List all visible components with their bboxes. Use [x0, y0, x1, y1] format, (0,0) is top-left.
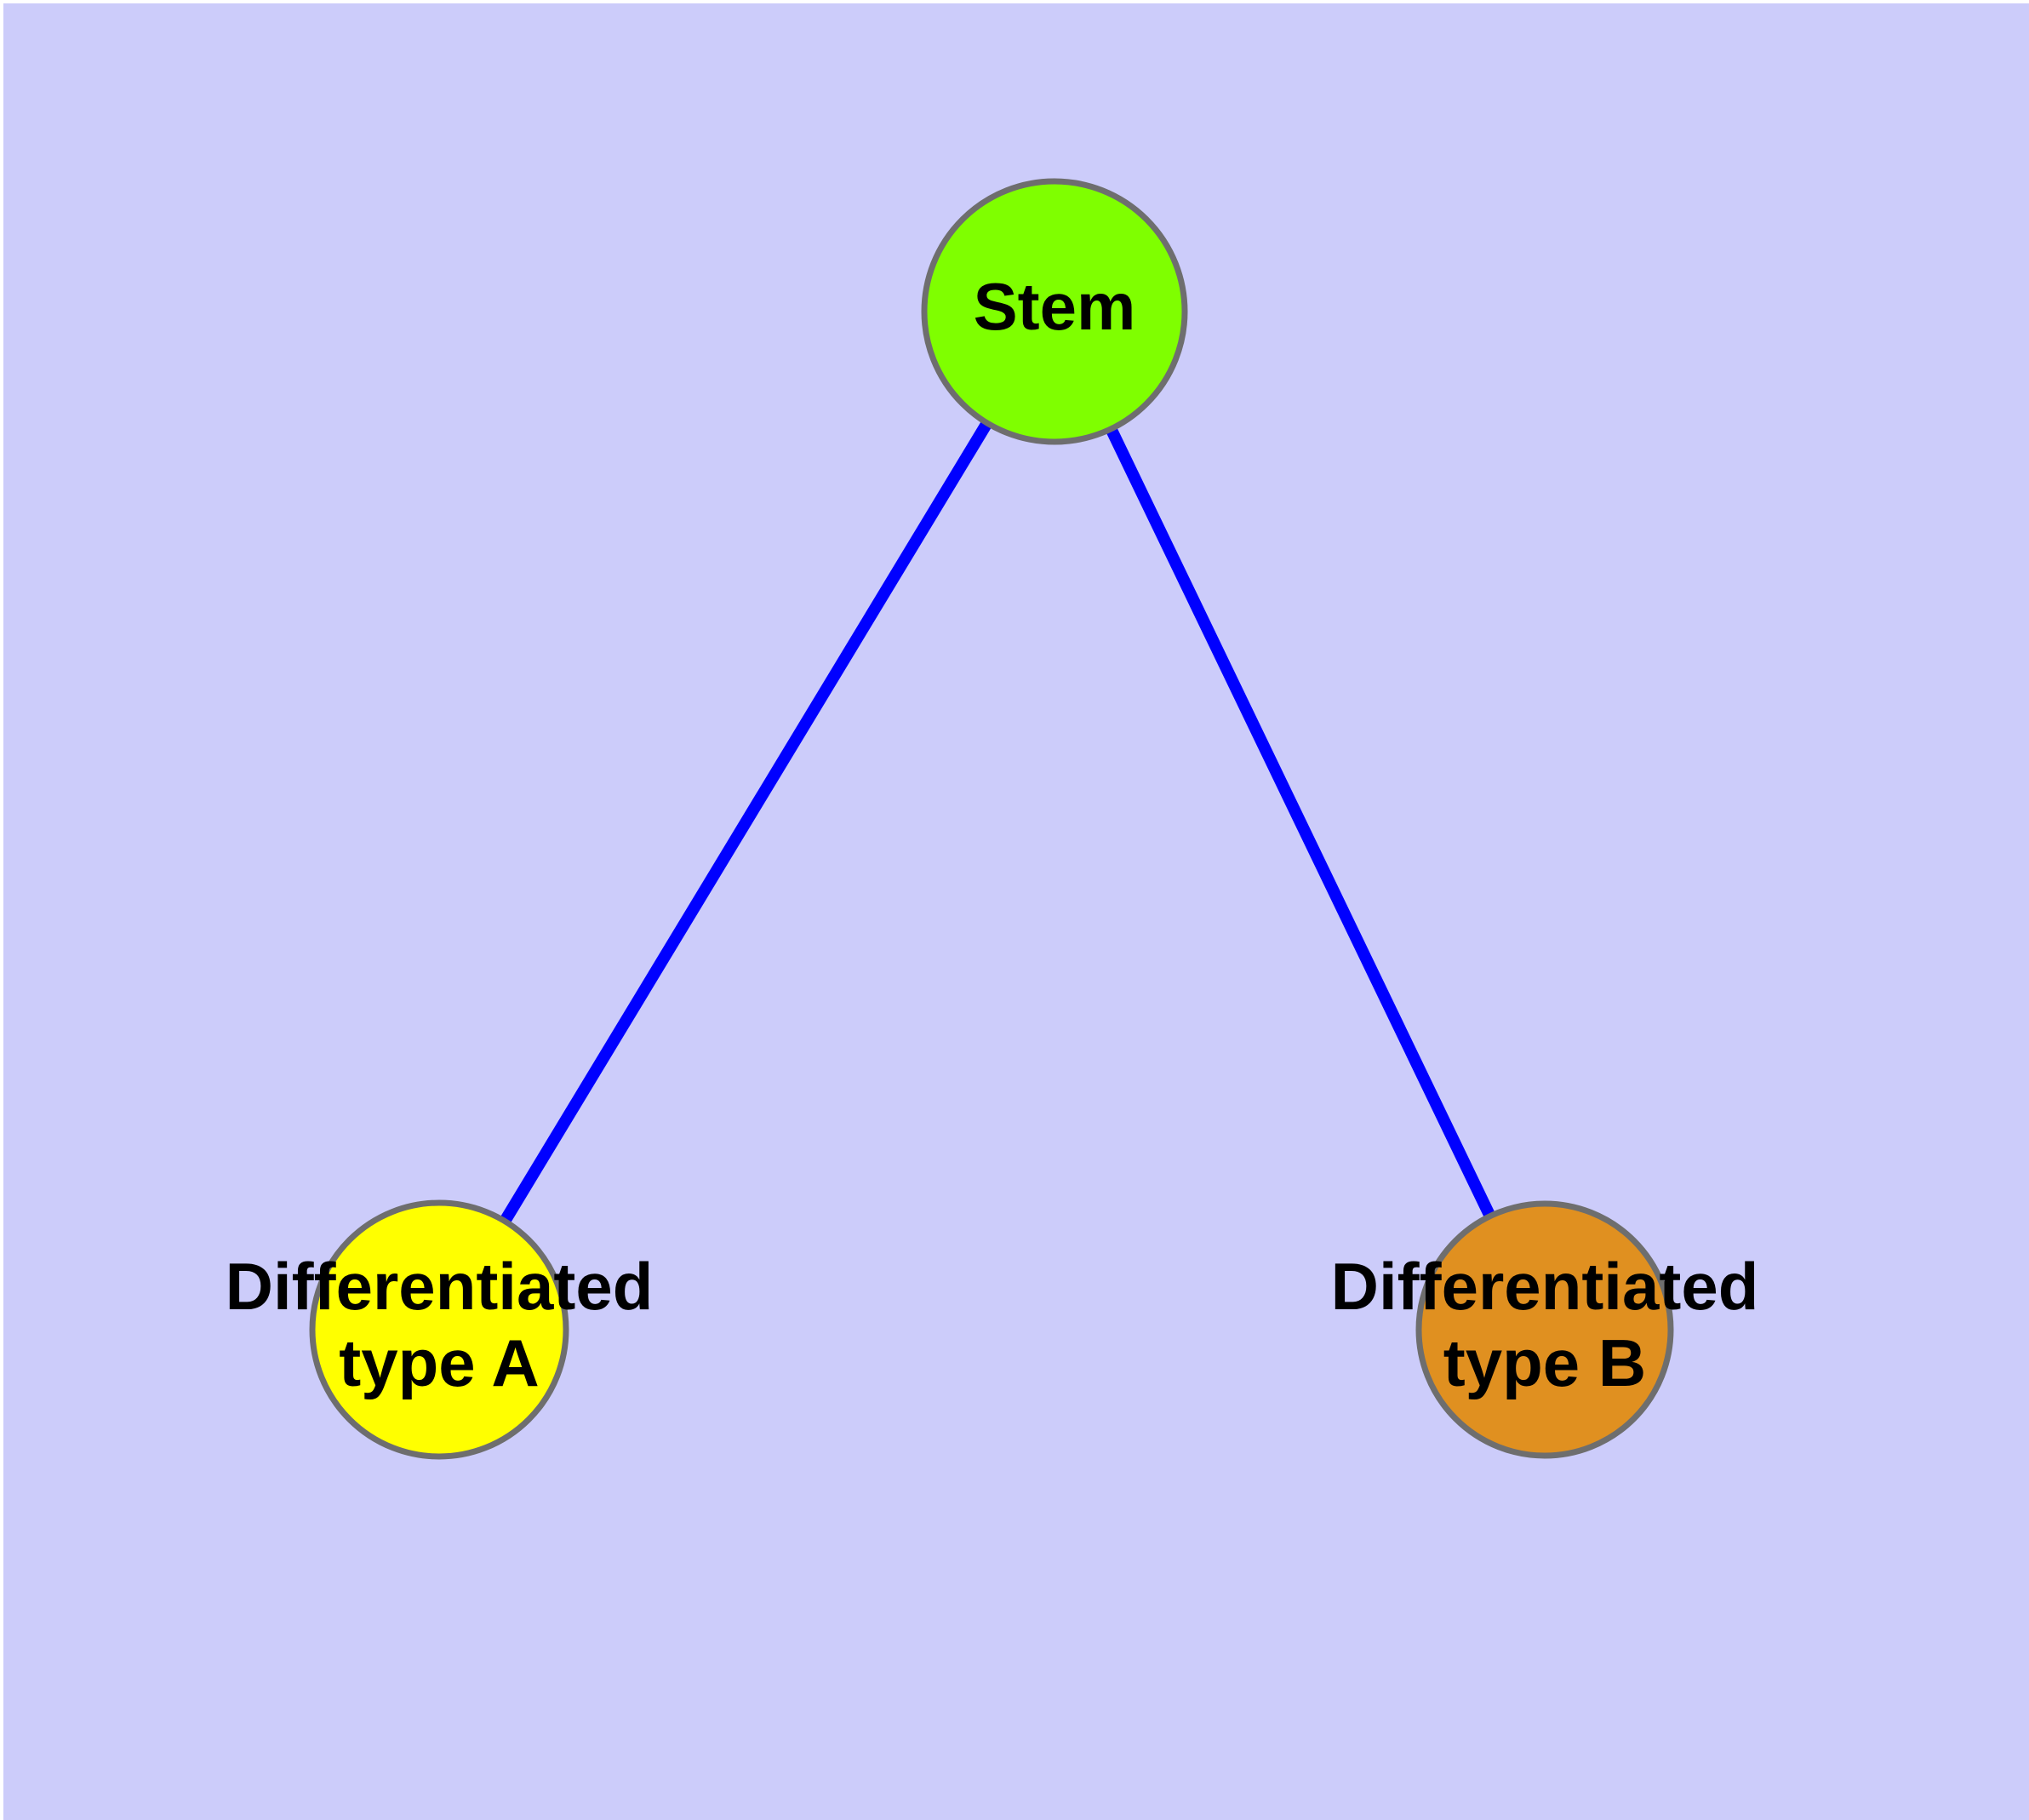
- nodes-layer: [309, 178, 1674, 1460]
- graph-node-label-line: Differentiated: [1331, 1248, 1759, 1323]
- graph-edge-stem-to-diff-b: [1106, 426, 1495, 1218]
- graph-node-label-stem: Stem: [974, 269, 1136, 344]
- graph-node-label-line: type A: [339, 1325, 540, 1400]
- graph-node-stem[interactable]: [921, 178, 1188, 445]
- edges-layer: [500, 421, 1495, 1224]
- graph-node-label-line: Differentiated: [226, 1248, 654, 1323]
- graph-node-label-line: Stem: [974, 269, 1136, 344]
- graph-node-label-line: type B: [1443, 1325, 1646, 1400]
- graph-node-diff_b[interactable]: [1415, 1200, 1674, 1459]
- graph-node-diff_a[interactable]: [309, 1199, 569, 1460]
- graph-edge-stem-to-diff-a: [500, 421, 992, 1224]
